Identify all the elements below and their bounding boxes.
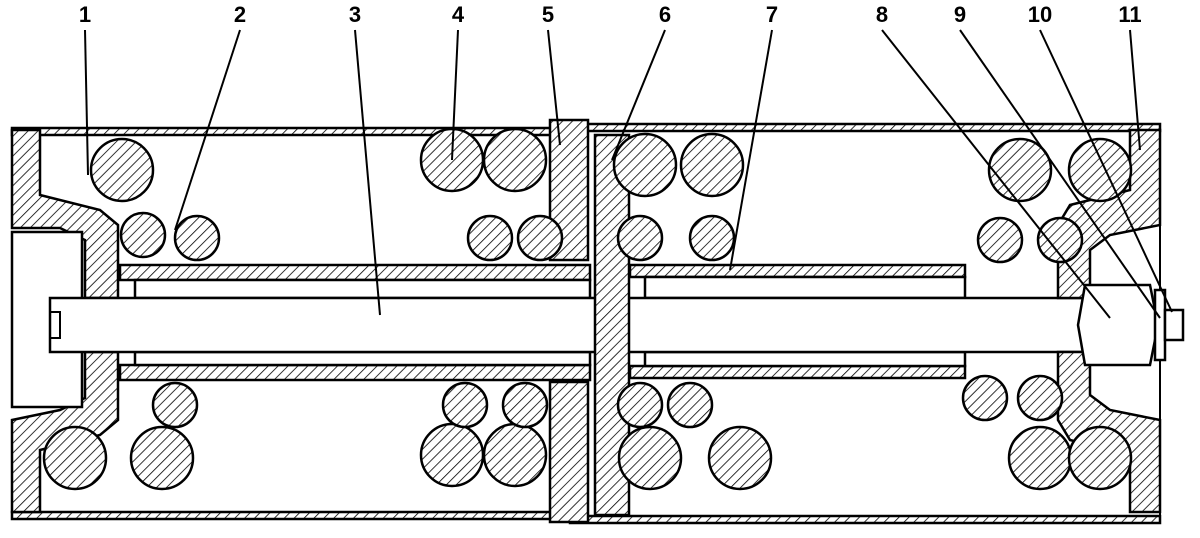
- spring-coil-small: [961, 374, 1009, 422]
- part-label-3: 3: [349, 2, 361, 27]
- spring-coil-small: [1036, 216, 1084, 264]
- spring-coil-small: [119, 211, 167, 259]
- part-label-5: 5: [542, 2, 554, 27]
- washer: [1153, 288, 1167, 362]
- spring-coil-small: [688, 214, 736, 262]
- spring-coil-large: [1067, 425, 1133, 491]
- spring-coil-small: [466, 214, 514, 262]
- spring-coil-small: [151, 381, 199, 429]
- bolt-end: [1163, 308, 1185, 342]
- spring-coil-large: [482, 127, 548, 193]
- spring-coil-large: [679, 132, 745, 198]
- spring-coil-small: [441, 381, 489, 429]
- leader-line-3: [354, 29, 381, 316]
- spring-coil-small: [501, 381, 549, 429]
- left-inner-tube: [118, 263, 592, 382]
- leader-line-4: [451, 29, 459, 161]
- leader-line-6: [611, 29, 666, 161]
- part-label-8: 8: [876, 2, 888, 27]
- leader-line-5: [547, 29, 561, 146]
- spring-coil-large: [419, 422, 485, 488]
- spring-coil-small: [616, 381, 664, 429]
- spring-coil-large: [42, 425, 108, 491]
- leader-line-9: [959, 29, 1161, 319]
- spring-coil-large: [89, 137, 155, 203]
- central-rod: [48, 296, 1092, 354]
- part-label-6: 6: [659, 2, 671, 27]
- part-labels: 1 2 3 4 5 6 7 8 9 10 11: [79, 2, 1173, 319]
- spring-coil-large: [1007, 425, 1073, 491]
- nut: [1076, 283, 1160, 367]
- spring-coil-small: [976, 216, 1024, 264]
- part-label-9: 9: [954, 2, 966, 27]
- part-label-1: 1: [79, 2, 91, 27]
- spring-coil-large: [482, 422, 548, 488]
- spring-coil-small: [1016, 374, 1064, 422]
- disc-5-lower: [548, 380, 590, 524]
- spring-coil-large: [617, 425, 683, 491]
- spring-coil-large: [1067, 137, 1133, 203]
- spring-coil-small: [173, 214, 221, 262]
- part-label-2: 2: [234, 2, 246, 27]
- leader-line-10: [1039, 29, 1173, 313]
- spring-coil-small: [516, 214, 564, 262]
- leader-line-8: [881, 29, 1111, 319]
- part-label-10: 10: [1028, 2, 1052, 27]
- spring-coil-small: [616, 214, 664, 262]
- spring-coil-small: [666, 381, 714, 429]
- spring-coil-large: [129, 425, 195, 491]
- part-label-11: 11: [1118, 2, 1141, 27]
- part-label-7: 7: [766, 2, 778, 27]
- spring-coil-large: [707, 425, 773, 491]
- rod-slot: [50, 311, 61, 339]
- leader-line-7: [729, 29, 773, 271]
- leader-line-11: [1129, 29, 1141, 151]
- leader-line-2: [174, 29, 241, 231]
- part-label-4: 4: [452, 2, 465, 27]
- springs: [42, 127, 1133, 491]
- spring-coil-large: [612, 132, 678, 198]
- leader-line-1: [84, 29, 89, 176]
